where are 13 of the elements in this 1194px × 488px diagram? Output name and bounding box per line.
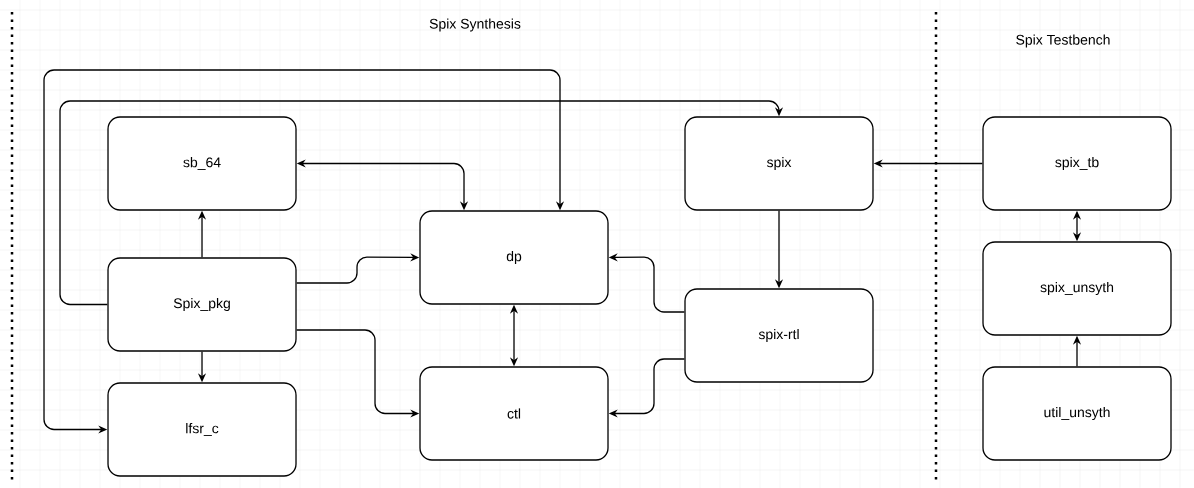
module-box: sb_64 <box>107 116 297 211</box>
module-box: ctl <box>419 366 609 461</box>
module-box: Spix_pkg <box>107 257 297 352</box>
module-box: dp <box>419 210 609 305</box>
module-box: util_unsyth <box>982 366 1172 461</box>
module-box: lfsr_c <box>107 382 297 477</box>
module-box: spix_unsyth <box>982 241 1172 336</box>
module-box: spix-rtl <box>684 288 874 383</box>
module-box: spix_tb <box>982 116 1172 211</box>
module-box: spix <box>684 116 874 211</box>
arrow <box>59 100 784 306</box>
section-heading: Spix Testbench <box>1016 34 1110 48</box>
section-heading: Spix Synthesis <box>429 18 521 32</box>
